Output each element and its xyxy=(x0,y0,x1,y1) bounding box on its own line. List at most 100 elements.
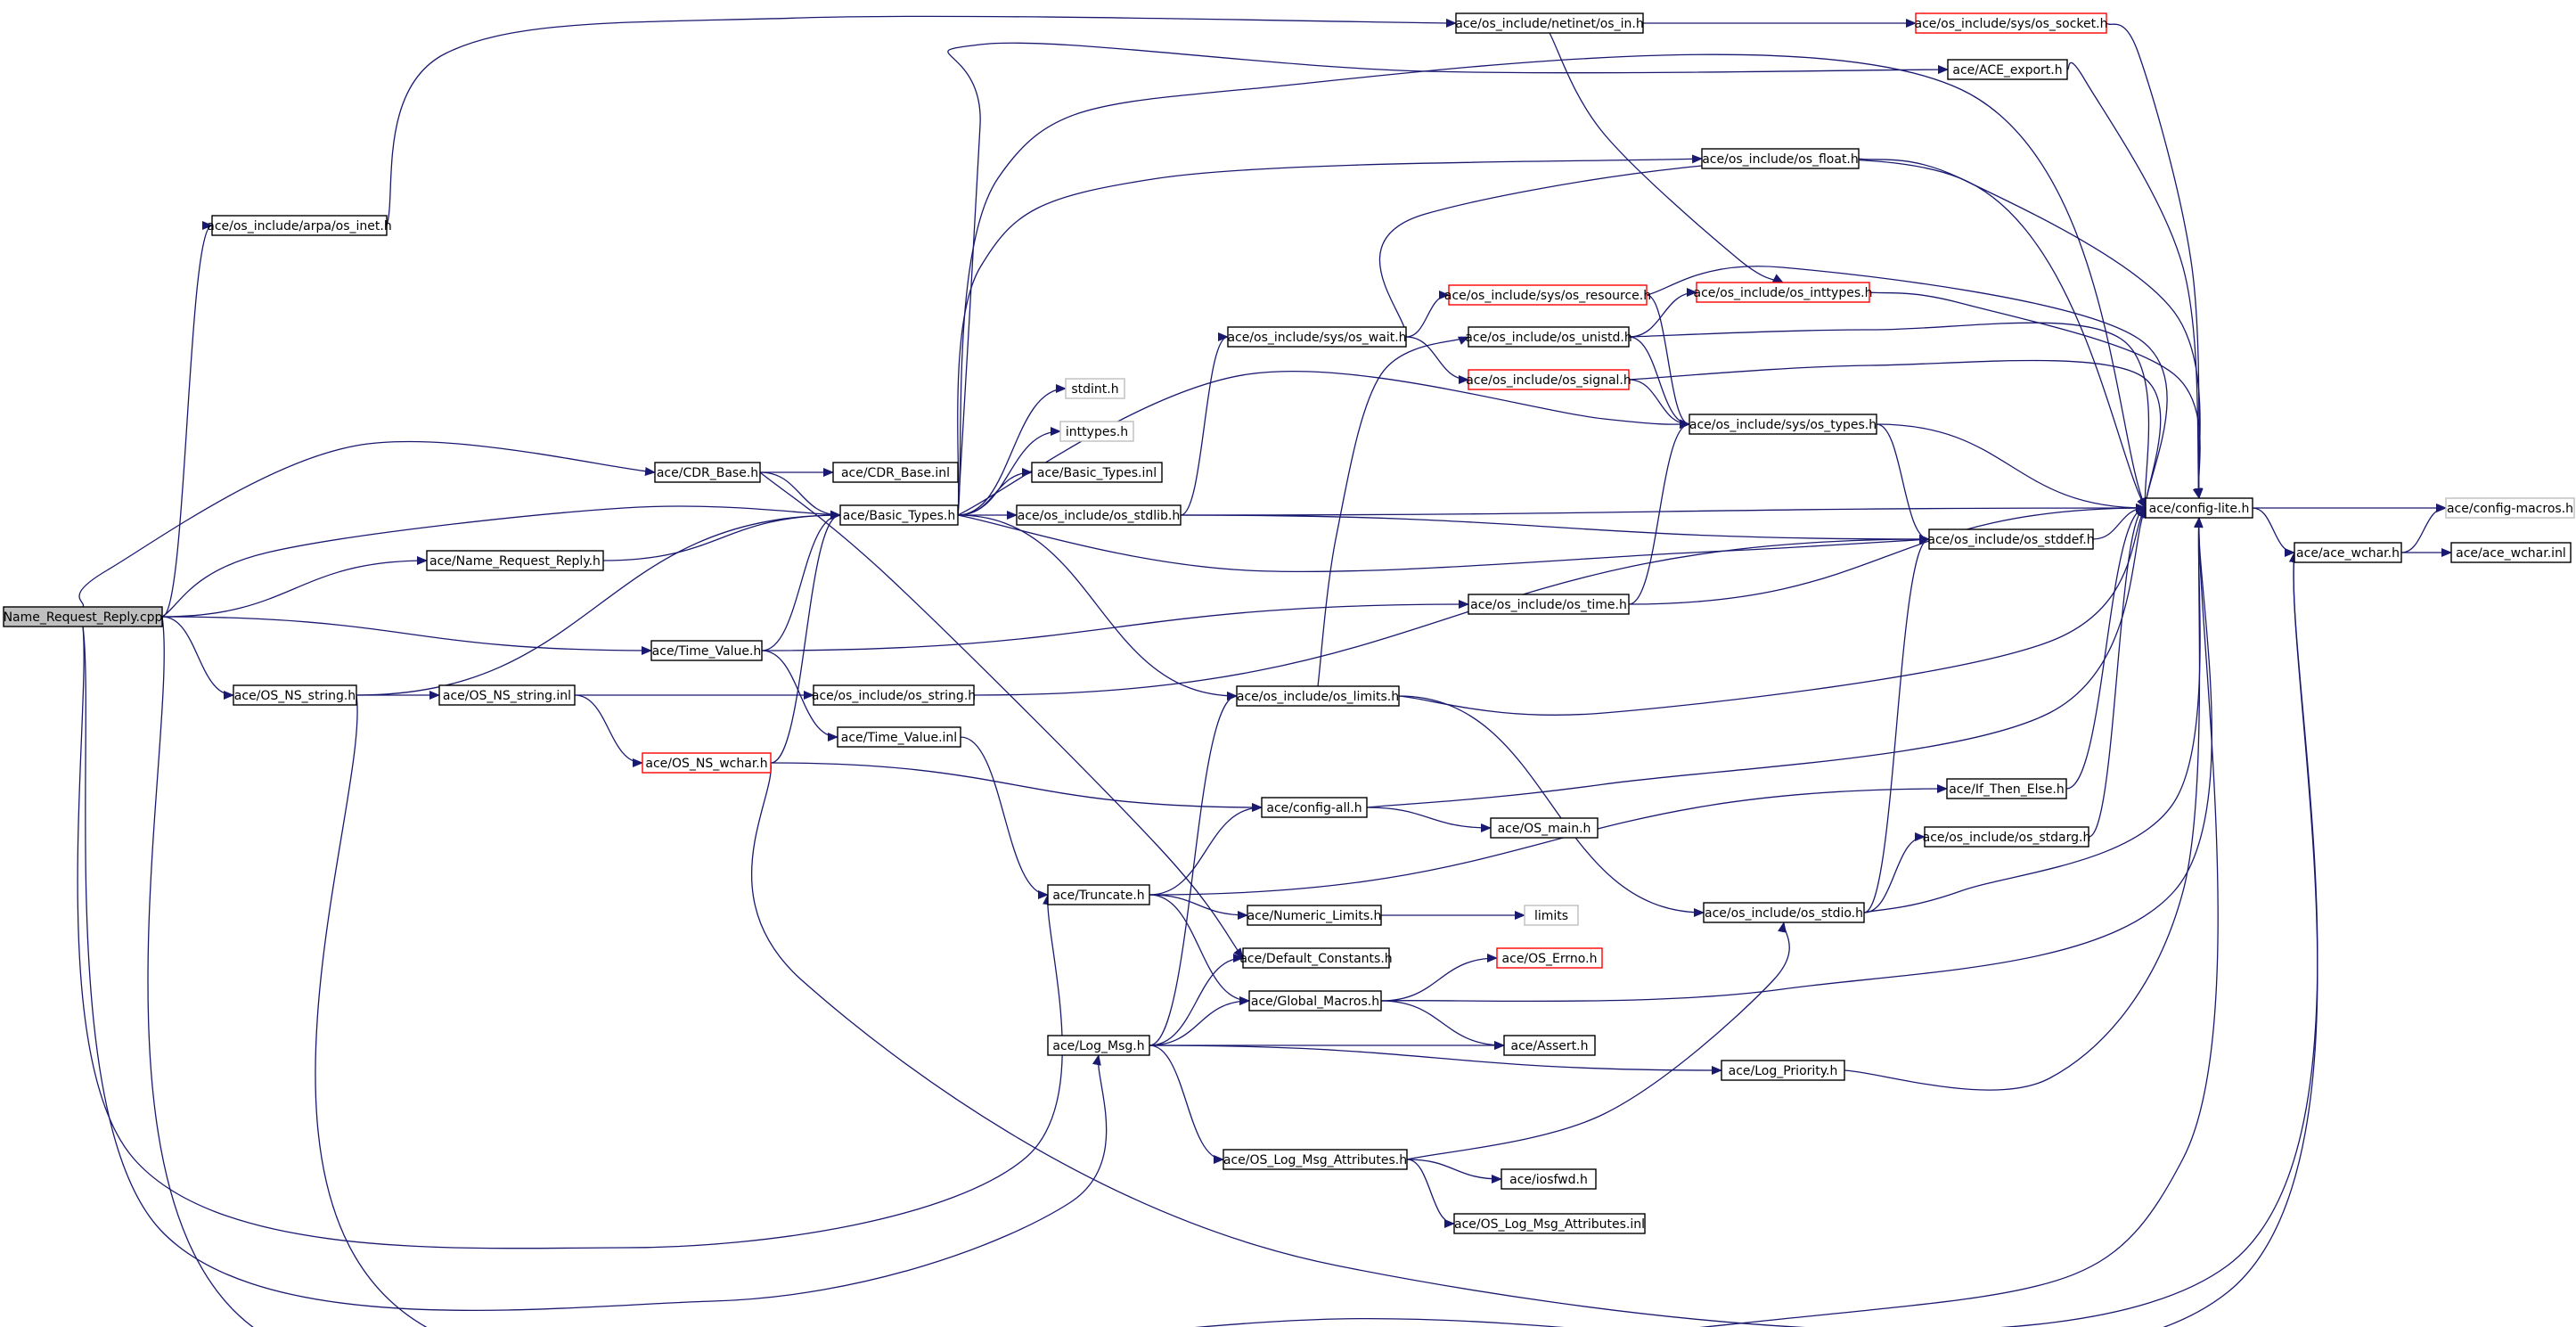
node-box xyxy=(1468,369,1630,390)
edges xyxy=(77,15,2452,1327)
edge-basic-types-to-ace-export xyxy=(947,42,1949,516)
node-box xyxy=(1047,1035,1150,1056)
node-box xyxy=(1490,817,1599,839)
node-os-limits[interactable]: ace/os_include/os_limits.h xyxy=(1236,685,1400,707)
edge-truncate-to-config-all xyxy=(1149,803,1263,896)
node-arpa-inet[interactable]: ace/os_include/arpa/os_inet.h xyxy=(207,215,392,236)
node-assert[interactable]: ace/Assert.h xyxy=(1503,1035,1596,1056)
node-os-stdarg[interactable]: ace/os_include/os_stdarg.h xyxy=(1923,826,2091,848)
node-log-msg[interactable]: ace/Log_Msg.h xyxy=(1047,1035,1150,1056)
edge-os-ns-string-inl-to-os-ns-wchar xyxy=(574,694,643,767)
node-label: ace/OS_Log_Msg_Attributes.inl xyxy=(1454,1217,1645,1232)
node-if-then-else[interactable]: ace/If_Then_Else.h xyxy=(1946,778,2067,799)
node-config-lite[interactable]: ace/config-lite.h xyxy=(2145,497,2253,519)
node-inttypes[interactable]: inttypes.h xyxy=(1059,421,1134,442)
edge-os-limits-to-os-stdio xyxy=(1398,695,1705,917)
edge-root-to-basic-types xyxy=(161,505,841,618)
edge-os-float-to-config-lite xyxy=(1858,158,2203,499)
edge-truncate-to-global-macros xyxy=(1149,894,1250,1005)
node-os-errno[interactable]: ace/OS_Errno.h xyxy=(1496,947,1603,969)
node-os-float[interactable]: ace/os_include/os_float.h xyxy=(1701,148,1860,169)
node-cdr-base-inl[interactable]: ace/CDR_Base.inl xyxy=(832,462,959,483)
node-box xyxy=(1501,1168,1597,1190)
edge-sys-types-to-os-stddef xyxy=(1876,423,1930,544)
edge-sys-wait-to-sys-resource xyxy=(1405,291,1450,338)
node-box xyxy=(839,504,959,526)
edge-os-stdio-to-config-lite xyxy=(1863,517,2204,913)
edge-truncate-to-if-then-else xyxy=(1149,784,1948,896)
edge-os-time-to-config-lite xyxy=(1628,504,2147,605)
node-box xyxy=(2445,497,2575,519)
node-os-string[interactable]: ace/os_include/os_string.h xyxy=(812,684,976,706)
node-global-macros[interactable]: ace/Global_Macros.h xyxy=(1248,990,1382,1012)
node-truncate[interactable]: ace/Truncate.h xyxy=(1047,884,1150,905)
node-label: ace/os_include/sys/os_resource.h xyxy=(1444,289,1651,303)
node-os-inttypes[interactable]: ace/os_include/os_inttypes.h xyxy=(1694,282,1873,303)
node-os-signal[interactable]: ace/os_include/os_signal.h xyxy=(1466,369,1631,390)
node-time-value-inl[interactable]: ace/Time_Value.inl xyxy=(837,726,961,748)
node-os-unistd[interactable]: ace/os_include/os_unistd.h xyxy=(1465,326,1632,348)
node-label: ace/os_include/netinet/os_in.h xyxy=(1455,17,1643,31)
node-default-constants[interactable]: ace/Default_Constants.h xyxy=(1239,947,1393,969)
node-time-value[interactable]: ace/Time_Value.h xyxy=(650,640,763,661)
node-os-ns-string[interactable]: ace/OS_NS_string.h xyxy=(233,684,357,706)
node-basic-types[interactable]: ace/Basic_Types.h xyxy=(839,504,959,526)
edge-os-ns-wchar-to-ace-wchar xyxy=(751,552,2318,1327)
node-basic-types-inl[interactable]: ace/Basic_Types.inl xyxy=(1031,462,1163,483)
edge-root-to-arpa-inet xyxy=(161,221,213,618)
node-sys-wait[interactable]: ace/os_include/sys/os_wait.h xyxy=(1227,326,1407,348)
node-os-ns-wchar[interactable]: ace/OS_NS_wchar.h xyxy=(642,752,772,774)
edge-config-all-to-os-main xyxy=(1366,807,1492,832)
node-sys-types[interactable]: ace/os_include/sys/os_types.h xyxy=(1689,414,1877,435)
node-limits[interactable]: limits xyxy=(1524,905,1579,926)
node-label: ace/Log_Msg.h xyxy=(1052,1039,1144,1053)
node-os-stdlib[interactable]: ace/os_include/os_stdlib.h xyxy=(1016,504,1182,526)
node-cdr-base[interactable]: ace/CDR_Base.h xyxy=(654,462,761,483)
node-log-priority[interactable]: ace/Log_Priority.h xyxy=(1721,1060,1845,1081)
edge-os-unistd-to-config-lite xyxy=(1628,322,2150,509)
edge-sys-types-to-config-lite xyxy=(1876,423,2147,512)
node-ace-wchar-inl[interactable]: ace/ace_wchar.inl xyxy=(2450,542,2572,563)
node-os-stddef[interactable]: ace/os_include/os_stddef.h xyxy=(1927,528,2095,550)
edge-basic-types-to-config-lite xyxy=(957,53,2147,516)
node-label: ace/iosfwd.h xyxy=(1509,1173,1588,1187)
node-os-main[interactable]: ace/OS_main.h xyxy=(1490,817,1599,839)
node-ace-export[interactable]: ace/ACE_export.h xyxy=(1947,59,2068,80)
edge-basic-types-to-os-limits xyxy=(957,514,1238,700)
node-os-stdio[interactable]: ace/os_include/os_stdio.h xyxy=(1703,902,1865,923)
node-os-log-msg-attributes-inl[interactable]: ace/OS_Log_Msg_Attributes.inl xyxy=(1453,1213,1646,1234)
node-box xyxy=(1524,905,1579,926)
node-root[interactable]: Name_Request_Reply.cpp xyxy=(3,606,163,627)
node-sys-socket[interactable]: ace/os_include/sys/os_socket.h xyxy=(1915,12,2108,34)
node-box xyxy=(1928,528,2094,550)
node-label: ace/os_include/os_string.h xyxy=(812,689,976,703)
node-label: ace/os_include/os_inttypes.h xyxy=(1694,286,1873,300)
node-os-log-msg-attributes[interactable]: ace/OS_Log_Msg_Attributes.h xyxy=(1223,1149,1408,1170)
node-iosfwd[interactable]: ace/iosfwd.h xyxy=(1501,1168,1597,1190)
node-label: ace/os_include/os_float.h xyxy=(1702,152,1859,167)
node-numeric-limits[interactable]: ace/Numeric_Limits.h xyxy=(1247,905,1382,926)
node-name-request-reply[interactable]: ace/Name_Request_Reply.h xyxy=(426,550,604,571)
edge-cdr-base-to-default-constants xyxy=(759,471,1244,959)
node-config-macros[interactable]: ace/config-macros.h xyxy=(2445,497,2575,519)
nodes: Name_Request_Reply.cpp ace/os_include/arp… xyxy=(3,12,2575,1234)
node-stdint[interactable]: stdint.h xyxy=(1065,378,1125,399)
edge-os-stdio-to-os-stddef xyxy=(1863,535,1930,913)
edge-os-inttypes-to-config-lite xyxy=(1869,291,2202,499)
node-config-all[interactable]: ace/config-all.h xyxy=(1261,797,1368,818)
edge-os-log-msg-attributes-to-os-stdio xyxy=(1406,922,1790,1160)
node-netinet-in[interactable]: ace/os_include/netinet/os_in.h xyxy=(1455,12,1644,34)
node-box xyxy=(1703,902,1865,923)
node-label: ace/OS_NS_string.h xyxy=(234,689,356,703)
node-os-ns-string-inl[interactable]: ace/OS_NS_string.inl xyxy=(438,684,576,706)
node-box xyxy=(1047,884,1150,905)
node-box xyxy=(1248,990,1382,1012)
node-label: ace/Numeric_Limits.h xyxy=(1247,909,1382,923)
node-ace-wchar[interactable]: ace/ace_wchar.h xyxy=(2294,542,2402,563)
node-label: ace/OS_NS_string.inl xyxy=(443,689,571,703)
node-sys-resource[interactable]: ace/os_include/sys/os_resource.h xyxy=(1444,284,1651,306)
edge-sys-resource-to-sys-types xyxy=(1646,294,1690,429)
node-box xyxy=(1031,462,1163,483)
node-os-time[interactable]: ace/os_include/os_time.h xyxy=(1468,594,1630,615)
edge-root-to-cdr-base xyxy=(78,440,656,608)
